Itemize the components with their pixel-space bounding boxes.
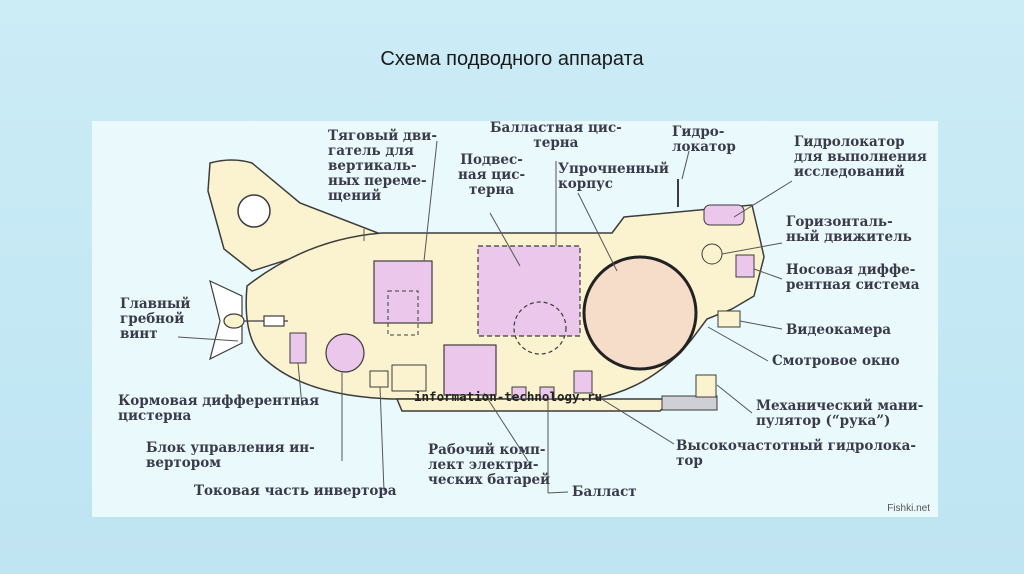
- label-video-camera: Видеокамера: [786, 322, 892, 338]
- battery-shape: [443, 344, 497, 396]
- stern-trim-tank-shape: [325, 333, 365, 373]
- ballast-box-1: [511, 386, 527, 400]
- label-viewport: Смотровое окно: [772, 353, 900, 369]
- label-ballast: Балласт: [572, 484, 637, 500]
- label-research-sonar: Гидролокатор для выполнения исследований: [794, 134, 927, 180]
- label-tyagovy: Тяговый дви- гатель для вертикаль- ных п…: [328, 128, 437, 204]
- label-inverter-current: Токовая часть инвертора: [194, 483, 397, 499]
- bow-trim-shape: [735, 254, 755, 278]
- horizontal-thruster-shape: [701, 243, 723, 265]
- inverter-box-1: [369, 370, 389, 388]
- inverter-box-2: [391, 364, 427, 392]
- watermark-text: information-technology.ru: [414, 389, 603, 404]
- label-hanging-tank: Подвес- ная цис- терна: [458, 152, 526, 198]
- stern-porthole: [237, 194, 271, 228]
- label-battery: Рабочий комп- лект электри- ческих батар…: [428, 442, 551, 488]
- manipulator-arm: [661, 395, 718, 411]
- slide-title: Схема подводного аппарата: [380, 48, 644, 70]
- label-manipulator: Механический мани- пулятор (“рука”): [756, 398, 924, 429]
- diagram-panel: information-technology.ru Тяговый дви- г…: [92, 121, 938, 517]
- label-ballast-tank: Балластная цис- терна: [490, 121, 622, 151]
- hanging-tank-shape: [513, 301, 567, 355]
- label-bow-trim: Носовая диффе- рентная система: [786, 262, 920, 293]
- label-hf-sonar: Высокочастотный гидролока- тор: [676, 438, 916, 469]
- stern-unit-box: [289, 332, 307, 364]
- research-sonar-shape: [703, 204, 745, 226]
- video-camera-shape: [717, 310, 741, 328]
- credit-text: Fishki.net: [887, 503, 930, 514]
- ballast-tank-shape: [477, 245, 581, 337]
- label-stern-trim: Кормовая дифферентная цистерна: [118, 393, 320, 424]
- hf-sonar-box: [573, 370, 593, 394]
- label-propeller: Главный гребной винт: [120, 296, 191, 342]
- ballast-box-2: [539, 386, 555, 400]
- upper-tank-inner: [387, 290, 419, 336]
- label-pressure-hull: Упрочненный корпус: [558, 161, 669, 192]
- leader-lines: [177, 140, 793, 494]
- lower-skid: [395, 398, 674, 412]
- label-horizontal-thruster: Горизонталь- ный движитель: [786, 214, 912, 245]
- label-inverter-control: Блок управления ин- вертором: [146, 440, 315, 471]
- upper-tank-shape: [373, 260, 433, 324]
- pressure-hull-shape: [582, 255, 698, 371]
- submarine-diagram: [177, 140, 793, 494]
- label-sonar: Гидро- локатор: [672, 124, 736, 155]
- manipulator-claw: [695, 374, 717, 398]
